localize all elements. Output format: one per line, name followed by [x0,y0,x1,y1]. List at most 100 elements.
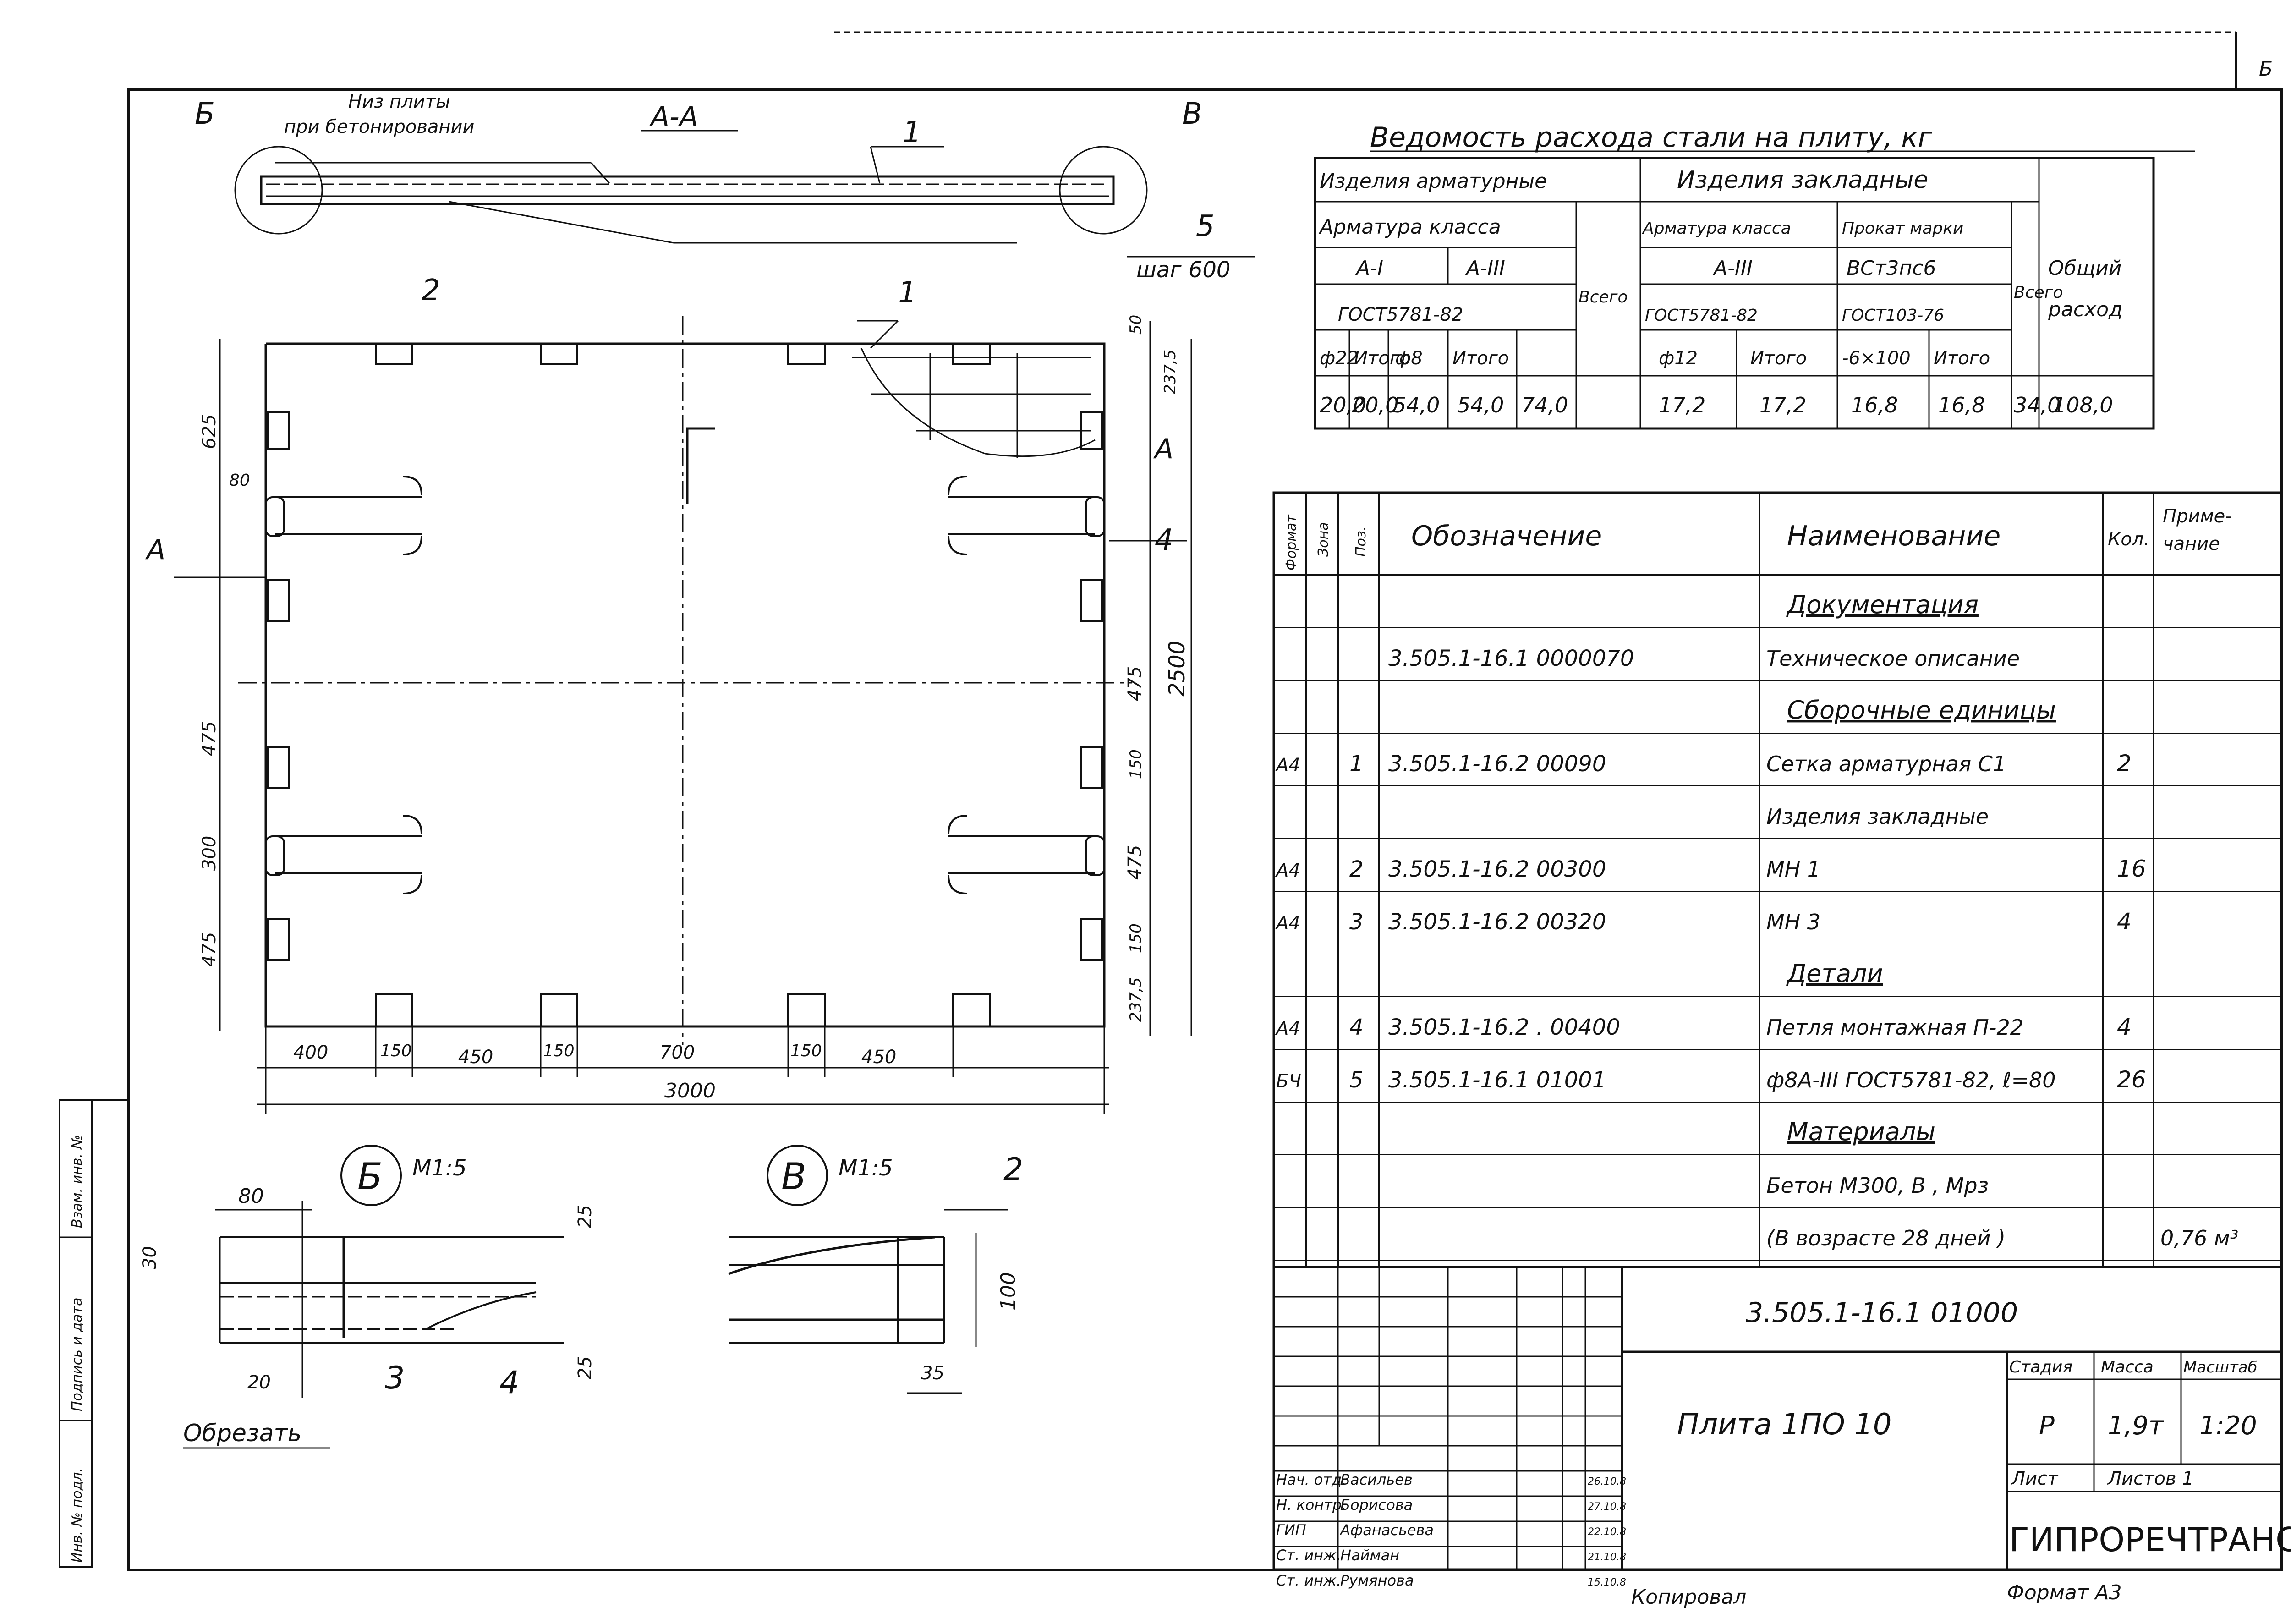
val-f12: 17,2 [1659,393,1705,417]
dim-300: 300 [199,836,220,871]
h-total-rebar: Всего [1578,288,1628,307]
spec-pos: 2 [1349,856,1364,882]
val-itogo1: 20,0 [1352,393,1398,417]
spec-format: А4 [1275,913,1300,934]
callout-v-label: В [1182,97,1202,131]
col-f22: ф22 [1320,348,1359,369]
spec-pos: 1 [1349,751,1364,777]
val-plate: 16,8 [1851,393,1898,417]
spec-designation: 3.505.1-16.1 01001 [1388,1067,1606,1093]
dim-400: 400 [293,1042,328,1063]
title-code: 3.505.1-16.1 01000 [1746,1297,2018,1329]
h-rolled-gost: ГОСТ103-76 [1842,306,1944,325]
mass-label: Масса [2101,1358,2154,1377]
col-itogo2: Итого [1452,348,1509,369]
val-general: 108,0 [2053,393,2113,417]
dim-475-left: 475 [199,721,220,756]
org-logo: ГИПРОРЕЧТРАНС [2009,1520,2291,1559]
spec-section: Сборочные единицы [1787,696,2056,724]
signer-role: Ст. инж. [1276,1547,1341,1564]
dim-237-bottom: 237,5 [1127,977,1145,1022]
detail-v-label: В [781,1155,806,1198]
h-total-emb: Всего [2014,283,2063,302]
signer-role: Н. контр. [1276,1496,1346,1514]
detail-v-pos2: 2 [1003,1152,1023,1188]
spec-section: Детали [1786,959,1883,988]
spec-designation: 3.505.1-16.2 . 00400 [1388,1015,1620,1040]
dim-50: 50 [1127,315,1145,335]
val-f22: 20,0 [1320,393,1366,417]
spec-designation: 3.505.1-16.2 00300 [1388,856,1606,882]
sheets-label: Листов 1 [2107,1468,2194,1489]
h-a3: А-III [1465,257,1505,280]
h-a1: А-I [1355,257,1383,280]
plan-pos1: 1 [898,276,917,310]
signer-role: Ст. инж. [1276,1572,1341,1589]
copied-by: Копировал [1631,1586,1746,1609]
title-name: Плита 1ПО 10 [1677,1408,1891,1442]
detail-b-dim-25b: 25 [575,1356,596,1379]
spec-h-note-1: Приме- [2163,506,2232,527]
dim-150c: 150 [790,1042,822,1060]
spec-name: (В возрасте 28 дней ) [1766,1226,2006,1251]
detail-b: Б М1:5 80 30 25 25 20 3 4 Обрезать [139,1145,596,1449]
spec-h-qty: Кол. [2108,529,2149,550]
signer-name: Афанасьева [1339,1521,1434,1539]
mass-value: 1,9т [2108,1411,2164,1441]
col-itogo3: Итого [1750,348,1807,369]
dim-475-right-b: 475 [1124,845,1146,880]
val-itogo3: 17,2 [1759,393,1806,417]
spec-name: МН 3 [1766,910,1820,934]
h-rebar-class: Арматура класса [1318,215,1501,239]
spec-format: А4 [1275,1018,1300,1039]
h-emb-a3: А-III [1712,257,1753,280]
spec-designation: 3.505.1-16.2 00090 [1388,751,1606,777]
detail-b-pos3: 3 [385,1360,405,1396]
stage-label: Стадия [2009,1358,2072,1377]
section-title: А-А [649,101,698,133]
spec-h-zone: Зона [1315,522,1332,557]
signer-role: ГИП [1276,1521,1306,1539]
col-f8: ф8 [1395,348,1423,369]
h-general: Общий [2048,257,2121,280]
cut-label-left: А [145,534,165,566]
spec-name: Бетон М300, В , Мрз [1766,1173,1989,1198]
spec-pos: 5 [1349,1067,1364,1093]
cut-label-right: А [1153,433,1173,465]
spec-h-note-2: чание [2163,533,2220,554]
spec-designation: 3.505.1-16.2 00320 [1388,909,1606,935]
detail-b-pos4: 4 [499,1365,519,1401]
section-step: шаг 600 [1136,257,1230,283]
detail-b-dim-80: 80 [238,1185,264,1208]
signer-date: 22.10.8 [1588,1526,1626,1538]
signer-date: 15.10.8 [1588,1577,1626,1588]
spec-qty: 16 [2117,856,2146,882]
signer-date: 21.10.8 [1588,1552,1626,1563]
callout-b-label: Б [195,97,215,131]
stamp-inv-original: Инв. № подл. [69,1468,85,1563]
signer-name: Борисова [1340,1496,1413,1514]
spec-pos: 3 [1349,909,1364,935]
spec-section: Документация [1786,590,1979,619]
detail-v-dim-100: 100 [997,1272,1020,1311]
h-emb-gost: ГОСТ5781-82 [1645,306,1758,325]
h-gost-rebar: ГОСТ5781-82 [1338,304,1463,325]
dim-625: 625 [199,414,220,449]
plan-view: 2 1 4 А А 400 150 450 150 700 150 450 30… [145,274,1192,1114]
stage-value: Р [2039,1411,2055,1441]
section-aa: Низ плиты при бетонировании А-А Б В 1 5 … [195,91,1255,283]
stamp-sign-date: Подпись и дата [69,1298,85,1412]
signer-date: 26.10.8 [1588,1476,1626,1487]
spec-h-pos: Поз. [1353,527,1369,557]
scale-value: 1:20 [2199,1411,2257,1441]
val-total-rebar: 74,0 [1521,393,1568,417]
scale-label: Масштаб [2183,1358,2258,1377]
dim-700: 700 [660,1042,695,1063]
spec-h-designation: Обозначение [1411,520,1602,552]
dim-150a: 150 [380,1042,412,1060]
dim-3000: 3000 [664,1079,716,1103]
stamp-replaces-inv: Взам. инв. № [69,1135,85,1228]
